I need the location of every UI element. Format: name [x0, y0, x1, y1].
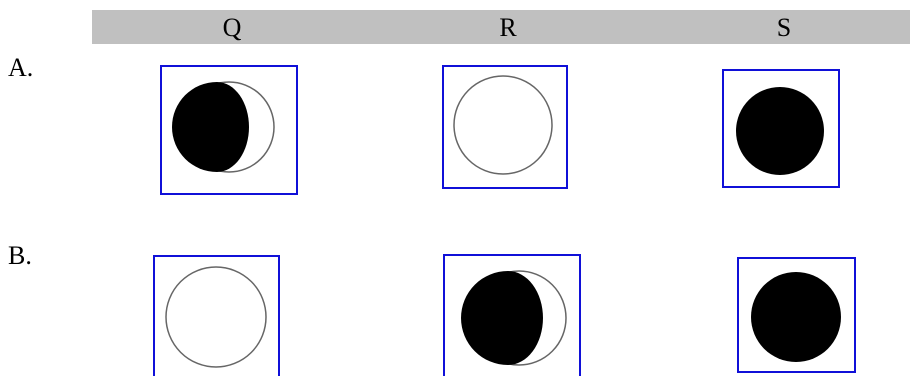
moon-filled-icon: [751, 272, 841, 362]
panel-a-q: [160, 65, 298, 195]
row-label-b: B.: [8, 241, 32, 270]
panel-a-s: [722, 69, 840, 188]
panel-b-r: [443, 254, 581, 376]
column-header-bar: [92, 10, 910, 44]
panel-b-s: [737, 257, 856, 373]
moon-phase-icon: [461, 270, 567, 366]
column-label-s: S: [776, 13, 792, 42]
moon-filled-icon: [736, 87, 824, 175]
row-label-a: A.: [8, 53, 34, 82]
moon-phase-icon: [172, 81, 275, 173]
column-label-r: R: [499, 13, 517, 42]
moon-outline-icon: [453, 75, 553, 175]
panel-b-q: [153, 255, 280, 376]
moon-outline-icon: [165, 266, 267, 368]
panel-a-r: [442, 65, 568, 189]
column-label-q: Q: [222, 13, 242, 42]
